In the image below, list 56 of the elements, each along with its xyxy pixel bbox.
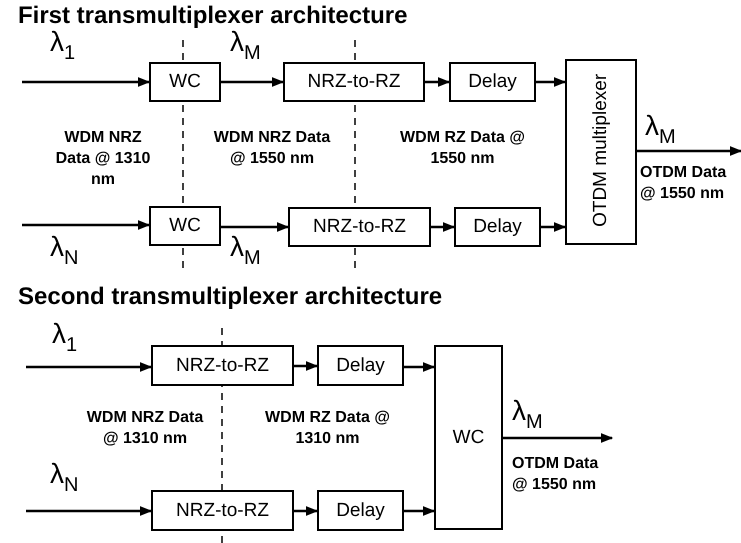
process-box — [151, 490, 294, 531]
box-label: WC — [169, 71, 201, 93]
section-heading: Second transmultiplexer architecture — [18, 283, 442, 311]
box-label: Delay — [473, 216, 522, 238]
wavelength-label: λ$_{N}$ — [50, 460, 78, 495]
signal-description: OTDM Data @ 1550 nm — [512, 454, 600, 495]
wavelength-label: λ$_{M}$ — [512, 397, 543, 432]
arrow — [431, 222, 456, 232]
process-box — [434, 345, 503, 530]
arrow — [294, 506, 318, 516]
wavelength-label: λ$_{1}$ — [50, 28, 76, 63]
arrow — [425, 77, 450, 87]
signal-description: WDM NRZ Data @ 1310 nm — [54, 128, 152, 190]
arrow — [22, 77, 150, 87]
arrow — [541, 222, 566, 232]
arrow — [221, 222, 290, 232]
wavelength-label: λ$_{1}$ — [52, 320, 78, 355]
signal-description: OTDM Data @ 1550 nm — [640, 163, 728, 204]
process-box — [565, 59, 637, 245]
arrow — [294, 361, 318, 371]
box-label: NRZ-to-RZ — [308, 71, 400, 93]
process-box — [317, 490, 404, 531]
arrow — [503, 433, 614, 443]
arrow — [221, 77, 284, 87]
box-label: WC — [452, 426, 484, 448]
process-box — [288, 207, 431, 247]
signal-description: WDM NRZ Data @ 1310 nm — [86, 408, 204, 449]
process-box — [317, 345, 404, 386]
signal-description: WDM NRZ Data @ 1550 nm — [212, 128, 332, 169]
wavelength-label: λ$_{N}$ — [50, 233, 78, 268]
box-label: Delay — [336, 500, 385, 522]
process-box — [149, 206, 221, 246]
box-label: NRZ-to-RZ — [313, 216, 406, 238]
signal-description: WDM RZ Data @ 1550 nm — [400, 128, 525, 169]
arrow — [26, 506, 152, 516]
section-heading: First transmultiplexer architecture — [18, 2, 408, 30]
box-label: Delay — [336, 354, 385, 376]
box-label: NRZ-to-RZ — [176, 500, 269, 522]
arrow — [404, 506, 436, 516]
box-label: Delay — [468, 71, 517, 93]
wavelength-label: λ$_{M}$ — [230, 28, 261, 63]
box-label: WC — [169, 215, 201, 237]
process-box — [149, 62, 221, 102]
wavelength-label: λ$_{M}$ — [645, 112, 676, 147]
arrow — [404, 362, 436, 372]
process-box — [283, 62, 425, 102]
process-box — [454, 207, 541, 247]
wavelength-label: λ$_{M}$ — [230, 233, 261, 268]
arrow — [22, 220, 150, 230]
process-box — [151, 345, 294, 386]
process-box — [449, 62, 536, 102]
arrow — [536, 77, 566, 87]
arrow — [26, 362, 152, 372]
signal-description: WDM RZ Data @ 1310 nm — [265, 408, 390, 449]
box-label: NRZ-to-RZ — [176, 354, 269, 376]
arrow — [637, 146, 741, 156]
